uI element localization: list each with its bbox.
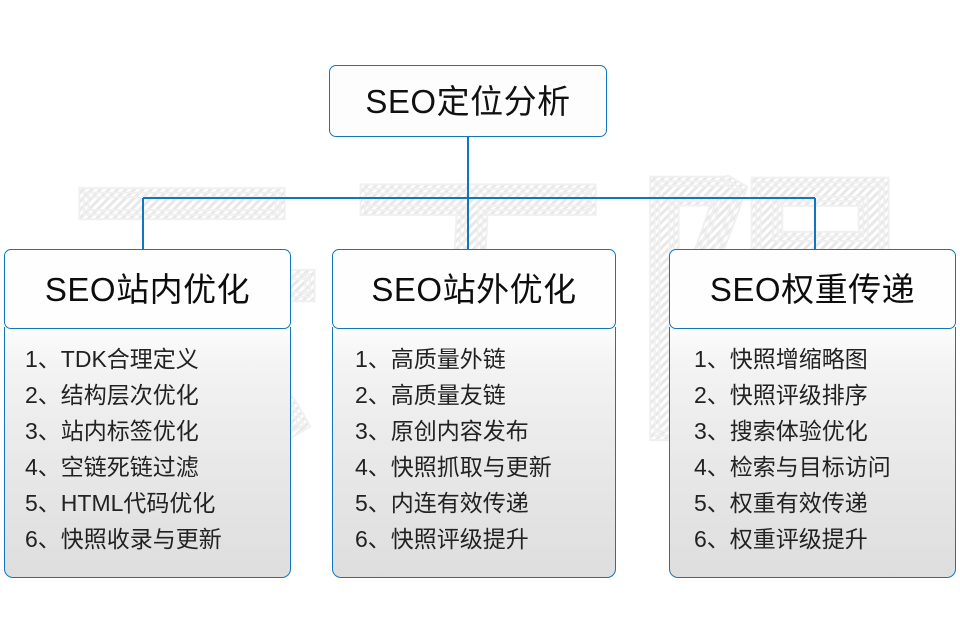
list-item-number: 6、	[355, 526, 391, 552]
branch-item-list-1: 1、 高质量外链 2、 高质量友链 3、 原创内容发布 4、 快照抓取与更新 5…	[333, 341, 615, 557]
list-item[interactable]: 1、 快照增缩略图	[670, 341, 955, 377]
list-item-number: 6、	[25, 526, 61, 552]
list-item-label: 内连有效传递	[390, 490, 529, 516]
list-item[interactable]: 6、 快照评级提升	[333, 521, 615, 557]
list-item-label: 快照收录与更新	[60, 526, 222, 552]
list-item[interactable]: 5、 HTML代码优化	[5, 485, 290, 521]
list-item-label: 高质量友链	[390, 382, 506, 408]
list-item[interactable]: 4、 快照抓取与更新	[333, 449, 615, 485]
list-item-number: 5、	[25, 490, 61, 516]
branch-column-2: SEO权重传递 1、 快照增缩略图 2、 快照评级排序 3、 搜索体验优化 4、	[669, 249, 956, 578]
list-item-number: 2、	[694, 382, 730, 408]
branch-header-label-1: SEO站外优化	[371, 270, 577, 308]
list-item-number: 1、	[694, 346, 730, 372]
list-item-label: 权重评级提升	[729, 526, 868, 552]
branch-item-list-0: 1、 TDK合理定义 2、 结构层次优化 3、 站内标签优化 4、 空链死链过滤…	[5, 341, 290, 557]
list-item[interactable]: 2、 结构层次优化	[5, 377, 290, 413]
list-item[interactable]: 2、 快照评级排序	[670, 377, 955, 413]
list-item-number: 3、	[694, 418, 730, 444]
list-item-number: 2、	[25, 382, 61, 408]
branch-body-0: 1、 TDK合理定义 2、 结构层次优化 3、 站内标签优化 4、 空链死链过滤…	[4, 327, 291, 578]
list-item[interactable]: 3、 搜索体验优化	[670, 413, 955, 449]
branch-body-2: 1、 快照增缩略图 2、 快照评级排序 3、 搜索体验优化 4、 检索与目标访问…	[669, 327, 956, 578]
list-item-number: 3、	[355, 418, 391, 444]
branch-header-0[interactable]: SEO站内优化	[4, 249, 291, 329]
list-item-label: 空链死链过滤	[60, 454, 199, 480]
branch-header-label-2: SEO权重传递	[709, 270, 916, 308]
list-item-number: 4、	[355, 454, 391, 480]
list-item[interactable]: 1、 TDK合理定义	[5, 341, 290, 377]
list-item[interactable]: 6、 权重评级提升	[670, 521, 955, 557]
list-item[interactable]: 3、 原创内容发布	[333, 413, 615, 449]
list-item-number: 1、	[355, 346, 391, 372]
list-item[interactable]: 4、 检索与目标访问	[670, 449, 955, 485]
list-item-number: 6、	[694, 526, 730, 552]
branch-body-1: 1、 高质量外链 2、 高质量友链 3、 原创内容发布 4、 快照抓取与更新 5…	[332, 327, 616, 578]
list-item-label: 快照评级排序	[729, 382, 868, 408]
branch-header-label-0: SEO站内优化	[44, 270, 251, 308]
list-item-label: 站内标签优化	[60, 418, 199, 444]
list-item[interactable]: 3、 站内标签优化	[5, 413, 290, 449]
list-item-label: 结构层次优化	[60, 382, 199, 408]
branch-header-1[interactable]: SEO站外优化	[332, 249, 616, 329]
branch-header-2[interactable]: SEO权重传递	[669, 249, 956, 329]
list-item-label: HTML代码优化	[60, 490, 216, 516]
root-node-label: SEO定位分析	[365, 82, 571, 120]
list-item[interactable]: 1、 高质量外链	[333, 341, 615, 377]
list-item-number: 2、	[355, 382, 391, 408]
list-item-number: 4、	[25, 454, 61, 480]
list-item[interactable]: 5、 内连有效传递	[333, 485, 615, 521]
list-item-label: 高质量外链	[390, 346, 506, 372]
list-item-label: 搜索体验优化	[729, 418, 868, 444]
list-item-label: 权重有效传递	[729, 490, 868, 516]
branch-column-1: SEO站外优化 1、 高质量外链 2、 高质量友链 3、 原创内容发布 4、 快	[332, 249, 616, 578]
list-item-number: 1、	[25, 346, 61, 372]
list-item-number: 5、	[694, 490, 730, 516]
list-item-label: TDK合理定义	[60, 346, 199, 372]
list-item-number: 3、	[25, 418, 61, 444]
list-item[interactable]: 2、 高质量友链	[333, 377, 615, 413]
list-item[interactable]: 5、 权重有效传递	[670, 485, 955, 521]
branch-column-0: SEO站内优化 1、 TDK合理定义 2、 结构层次优化 3、 站内标签优化 4…	[4, 249, 291, 578]
list-item-label: 快照抓取与更新	[390, 454, 552, 480]
list-item-label: 快照增缩略图	[729, 346, 868, 372]
list-item[interactable]: 4、 空链死链过滤	[5, 449, 290, 485]
list-item-number: 5、	[355, 490, 391, 516]
list-item-label: 快照评级提升	[390, 526, 529, 552]
branch-item-list-2: 1、 快照增缩略图 2、 快照评级排序 3、 搜索体验优化 4、 检索与目标访问…	[670, 341, 955, 557]
list-item[interactable]: 6、 快照收录与更新	[5, 521, 290, 557]
root-node[interactable]: SEO定位分析	[329, 65, 607, 137]
list-item-label: 检索与目标访问	[729, 454, 891, 480]
list-item-label: 原创内容发布	[390, 418, 529, 444]
list-item-number: 4、	[694, 454, 730, 480]
